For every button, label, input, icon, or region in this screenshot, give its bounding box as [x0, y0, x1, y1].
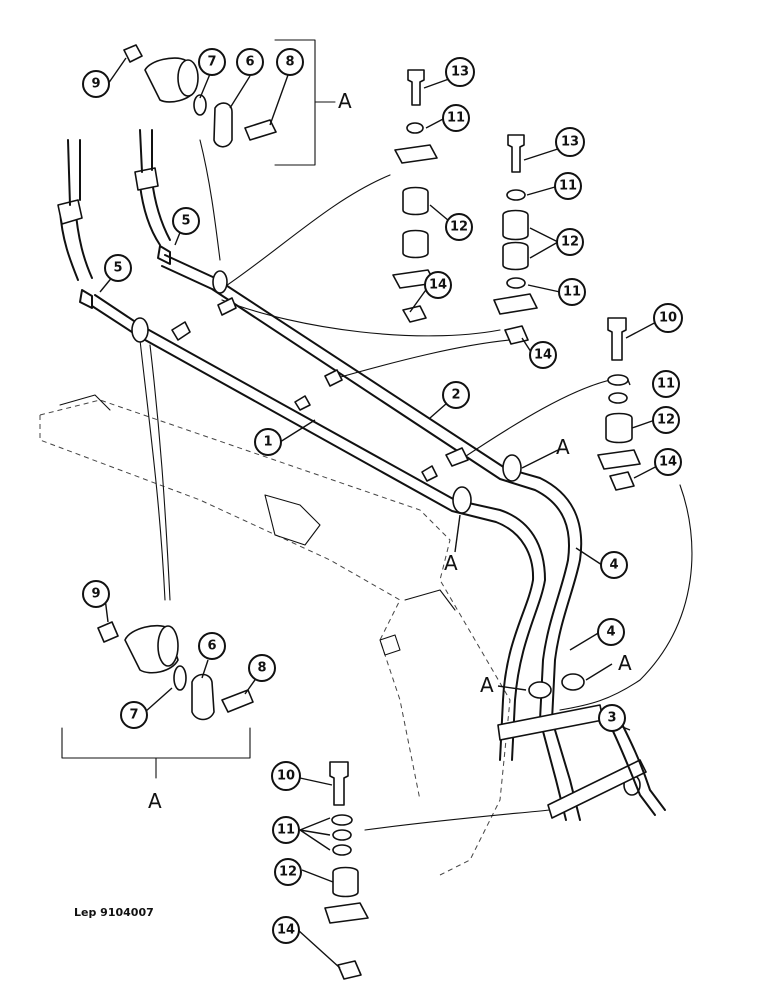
svg-text:8: 8 — [285, 55, 294, 70]
svg-text:5: 5 — [181, 214, 190, 229]
callout-11-b: 11 — [554, 172, 582, 200]
callout-11-d: 11 — [652, 370, 680, 398]
pipe-clamp-tabs — [171, 297, 469, 482]
fitting-group-top — [123, 39, 336, 166]
svg-text:11: 11 — [559, 179, 577, 194]
svg-text:7: 7 — [207, 55, 216, 70]
callout-4-lower: 4 — [597, 618, 625, 646]
svg-text:14: 14 — [659, 455, 677, 470]
callout-11-e: 11 — [272, 816, 300, 844]
hardware-stack-2 — [493, 134, 538, 345]
svg-text:13: 13 — [451, 65, 469, 80]
boom-outline — [39, 394, 511, 876]
svg-text:10: 10 — [277, 769, 295, 784]
callout-7-bottom: 7 — [120, 701, 148, 729]
callout-12-a: 12 — [445, 213, 473, 241]
callout-11-a: 11 — [442, 104, 470, 132]
svg-text:14: 14 — [277, 923, 295, 938]
svg-text:5: 5 — [113, 261, 122, 276]
bracket-3 — [497, 704, 666, 819]
callout-9-top: 9 — [82, 70, 110, 98]
callout-8-top: 8 — [276, 48, 304, 76]
callout-14-a: 14 — [424, 271, 452, 299]
svg-text:11: 11 — [277, 823, 295, 838]
callout-11-c: 11 — [558, 278, 586, 306]
svg-text:13: 13 — [561, 135, 579, 150]
svg-text:1: 1 — [263, 435, 272, 450]
callout-2: 2 — [442, 381, 470, 409]
callout-12-d: 12 — [274, 858, 302, 886]
callout-5-lower: 5 — [104, 254, 132, 282]
svg-text:6: 6 — [245, 55, 254, 70]
callout-14-d: 14 — [272, 916, 300, 944]
hardware-stack-1 — [392, 69, 438, 323]
svg-text:2: 2 — [451, 388, 460, 403]
callout-13-top: 13 — [445, 57, 475, 87]
svg-text:4: 4 — [606, 625, 615, 640]
svg-text:12: 12 — [657, 413, 675, 428]
callout-3: 3 — [598, 704, 626, 732]
hardware-stack-3 — [597, 317, 641, 491]
callout-14-c: 14 — [654, 448, 682, 476]
callout-9-bottom: 9 — [82, 580, 110, 608]
svg-text:14: 14 — [534, 348, 552, 363]
callout-12-c: 12 — [652, 406, 680, 434]
svg-text:6: 6 — [207, 639, 216, 654]
callout-6-top: 6 — [236, 48, 264, 76]
section-label-pipe1: A — [444, 551, 458, 575]
svg-text:12: 12 — [450, 220, 468, 235]
svg-text:11: 11 — [563, 285, 581, 300]
section-label-lower-right: A — [618, 651, 632, 675]
svg-text:12: 12 — [279, 865, 297, 880]
pipe-1 — [91, 294, 546, 761]
section-label-lower-left: A — [480, 673, 494, 697]
callout-10-right: 10 — [653, 303, 683, 333]
pipe-2 — [161, 254, 583, 821]
callout-1: 1 — [254, 428, 282, 456]
svg-text:3: 3 — [607, 711, 616, 726]
callout-8-bottom: 8 — [248, 654, 276, 682]
svg-text:11: 11 — [657, 377, 675, 392]
callout-7-top: 7 — [198, 48, 226, 76]
section-label-pipe2: A — [556, 435, 570, 459]
callout-14-b: 14 — [529, 341, 557, 369]
svg-text:10: 10 — [659, 311, 677, 326]
svg-text:4: 4 — [609, 558, 618, 573]
fitting-group-bottom — [61, 621, 254, 779]
callout-10-bottom: 10 — [271, 761, 301, 791]
hoses — [57, 129, 171, 309]
svg-text:8: 8 — [257, 661, 266, 676]
callout-5-upper: 5 — [172, 207, 200, 235]
svg-text:9: 9 — [91, 77, 100, 92]
svg-text:9: 9 — [91, 587, 100, 602]
guide-lines — [139, 139, 693, 831]
section-label-top: A — [338, 89, 352, 113]
pipe-fittings — [131, 270, 641, 796]
section-label-bottom: A — [148, 789, 162, 813]
svg-text:7: 7 — [129, 708, 138, 723]
svg-text:14: 14 — [429, 278, 447, 293]
callout-12-b: 12 — [556, 228, 584, 256]
callout-6-bottom: 6 — [198, 632, 226, 660]
leader-lines — [99, 57, 666, 969]
hardware-stack-4 — [324, 761, 369, 980]
drawing-reference: Lep 9104007 — [74, 906, 154, 919]
svg-text:11: 11 — [447, 111, 465, 126]
svg-text:12: 12 — [561, 235, 579, 250]
callout-13-b: 13 — [555, 127, 585, 157]
callout-4-upper: 4 — [600, 551, 628, 579]
